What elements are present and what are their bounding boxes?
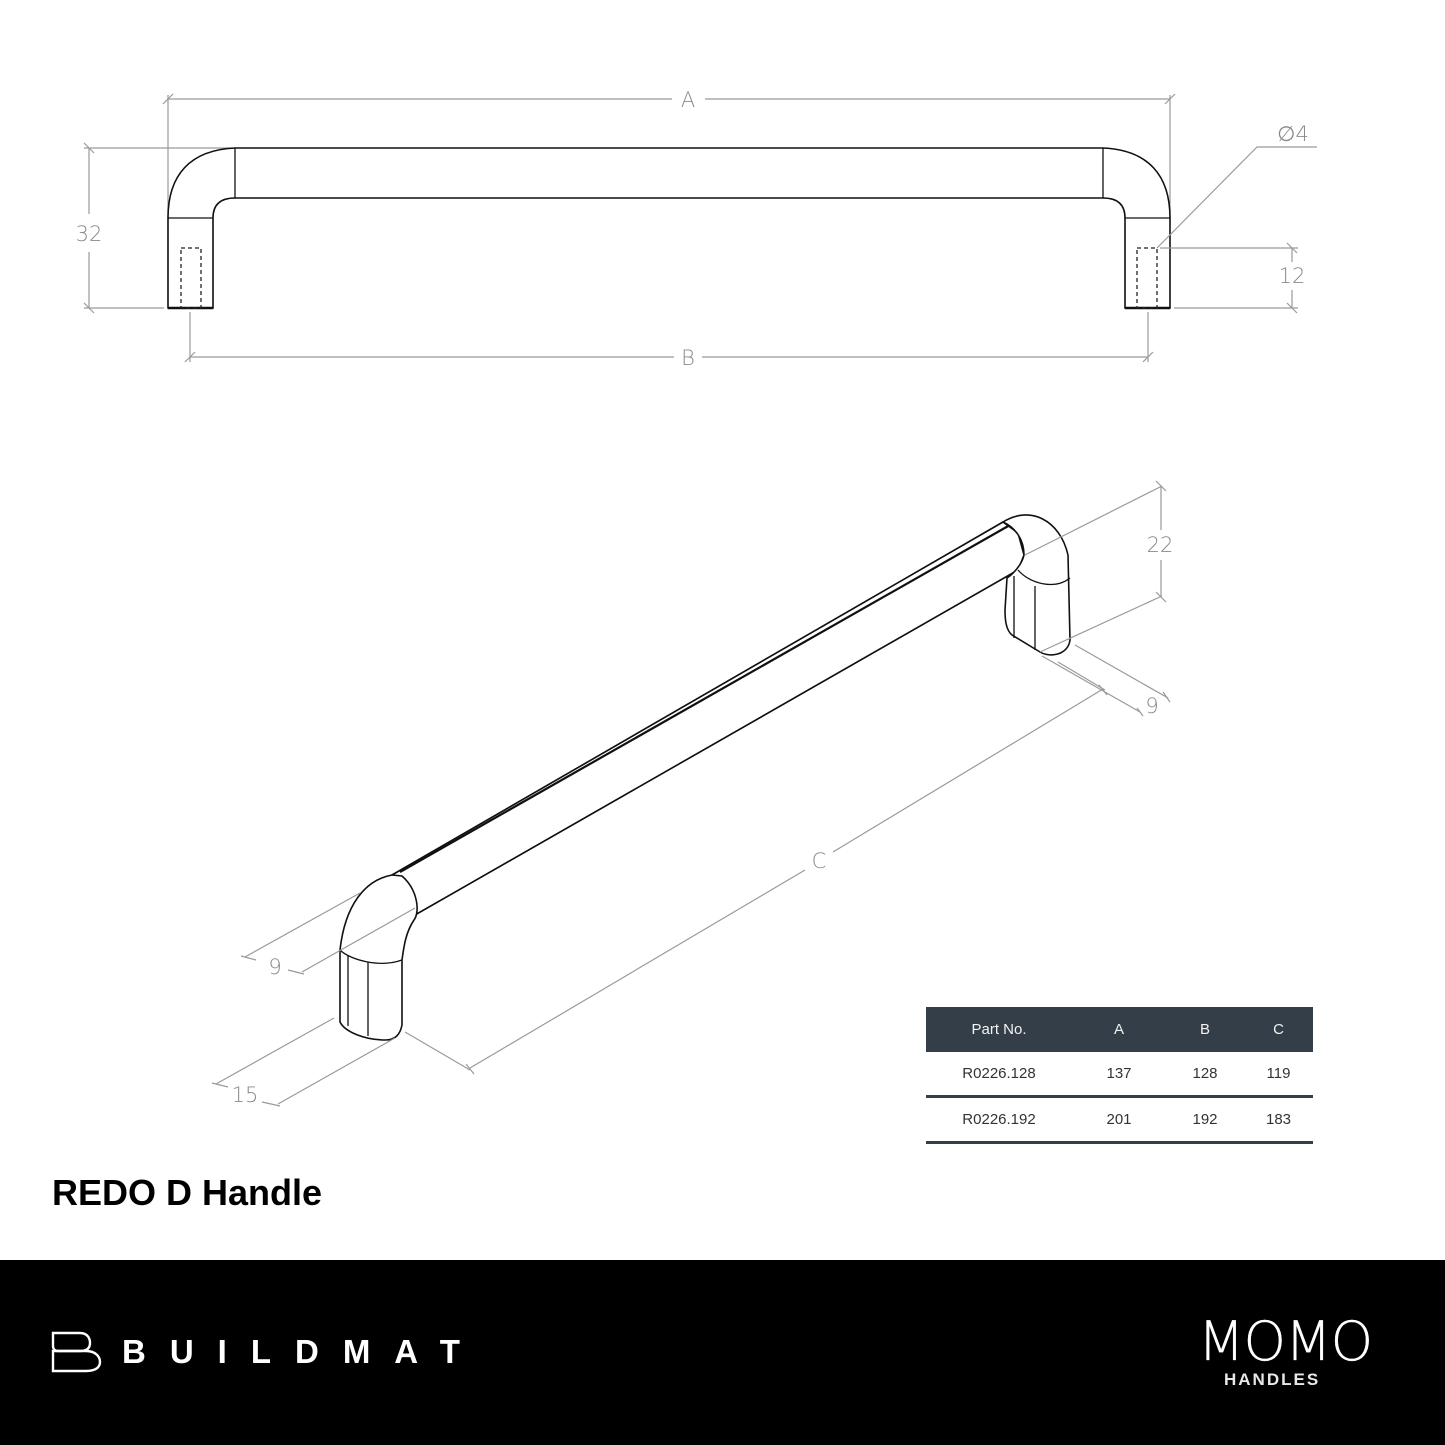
hidden-hole-left	[180, 247, 202, 309]
hidden-hole-right	[1136, 247, 1158, 309]
dim-b-label: B	[681, 346, 695, 370]
momo-brand: MOMO HANDLES	[1180, 1310, 1390, 1390]
header-a: A	[1072, 1007, 1166, 1052]
header-c: C	[1244, 1007, 1313, 1052]
table-row: R0226.128 137 128 119	[926, 1052, 1313, 1098]
buildmat-b-logo-icon	[51, 1331, 102, 1373]
cell-a: 137	[1072, 1052, 1166, 1098]
front-view: A 32 B ∅4	[76, 88, 1317, 370]
dim-32-label: 32	[76, 222, 103, 246]
header-part-no: Part No.	[926, 1007, 1072, 1052]
dim-diameter-label: ∅4	[1277, 122, 1309, 146]
cell-b: 128	[1166, 1052, 1244, 1098]
cell-b: 192	[1166, 1096, 1244, 1144]
dim-c-label: C	[812, 849, 827, 873]
spec-table: Part No. A B C R0226.128 137 128 119 R02…	[926, 1007, 1313, 1144]
header-b: B	[1166, 1007, 1244, 1052]
spec-table-header-row: Part No. A B C	[926, 1007, 1313, 1052]
dim-22-label: 22	[1147, 533, 1174, 557]
cell-c: 119	[1244, 1052, 1313, 1098]
dim-12-label: 12	[1279, 264, 1306, 288]
buildmat-brand: BUILDMAT	[50, 1330, 484, 1374]
cell-part-no: R0226.192	[926, 1096, 1072, 1144]
dim-9-left-label: 9	[268, 955, 281, 979]
momo-wordmark: MOMO	[1197, 1310, 1374, 1373]
dim-9-right-label: 9	[1145, 694, 1158, 718]
footer-bar: BUILDMAT MOMO HANDLES	[0, 1260, 1445, 1445]
dim-a-label: A	[681, 88, 695, 112]
product-title: REDO D Handle	[52, 1172, 323, 1213]
handles-subtitle: HANDLES	[1224, 1370, 1321, 1389]
cell-part-no: R0226.128	[926, 1052, 1072, 1098]
isometric-view: 22 9 C 9 15	[211, 480, 1174, 1107]
dim-15-label: 15	[232, 1083, 259, 1107]
cell-a: 201	[1072, 1096, 1166, 1144]
technical-drawing: A 32 B ∅4	[76, 88, 1317, 1107]
cell-c: 183	[1244, 1096, 1313, 1144]
buildmat-wordmark: BUILDMAT	[122, 1333, 484, 1370]
table-row: R0226.192 201 192 183	[926, 1096, 1313, 1144]
